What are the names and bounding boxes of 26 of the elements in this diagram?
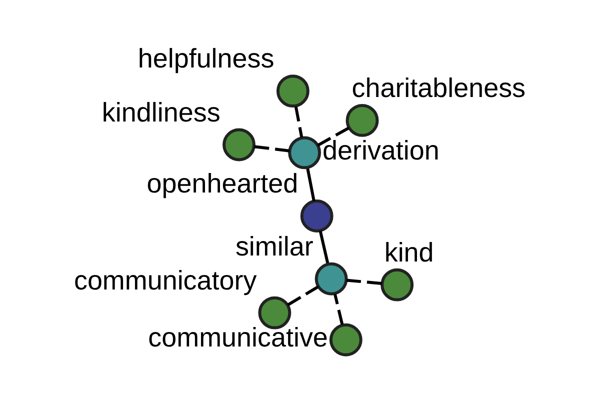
connector [316,126,350,146]
node-label: helpfulness [137,43,274,74]
connector [294,106,303,138]
node-label: communicative [148,322,328,352]
node-circle [380,268,414,301]
node-circle [314,262,348,295]
node-circle [345,103,378,136]
node-circle [276,74,309,108]
node-label: derivation [322,134,439,165]
node-label: openhearted [146,168,298,198]
node-label: charitableness [351,72,526,103]
connector [346,278,382,284]
connector [306,168,315,201]
node-circle [222,128,255,161]
node-label: kind [384,236,434,267]
connector [254,144,290,152]
connector [318,230,329,263]
node-label: kindliness [101,96,220,127]
node-label: similar [234,231,313,261]
node-circle [258,296,291,329]
node-circle [300,199,333,232]
connector [286,284,319,306]
node-circle [288,136,321,169]
node-circle [328,322,362,356]
node-label: communicatory [73,264,256,295]
connector [332,293,344,324]
